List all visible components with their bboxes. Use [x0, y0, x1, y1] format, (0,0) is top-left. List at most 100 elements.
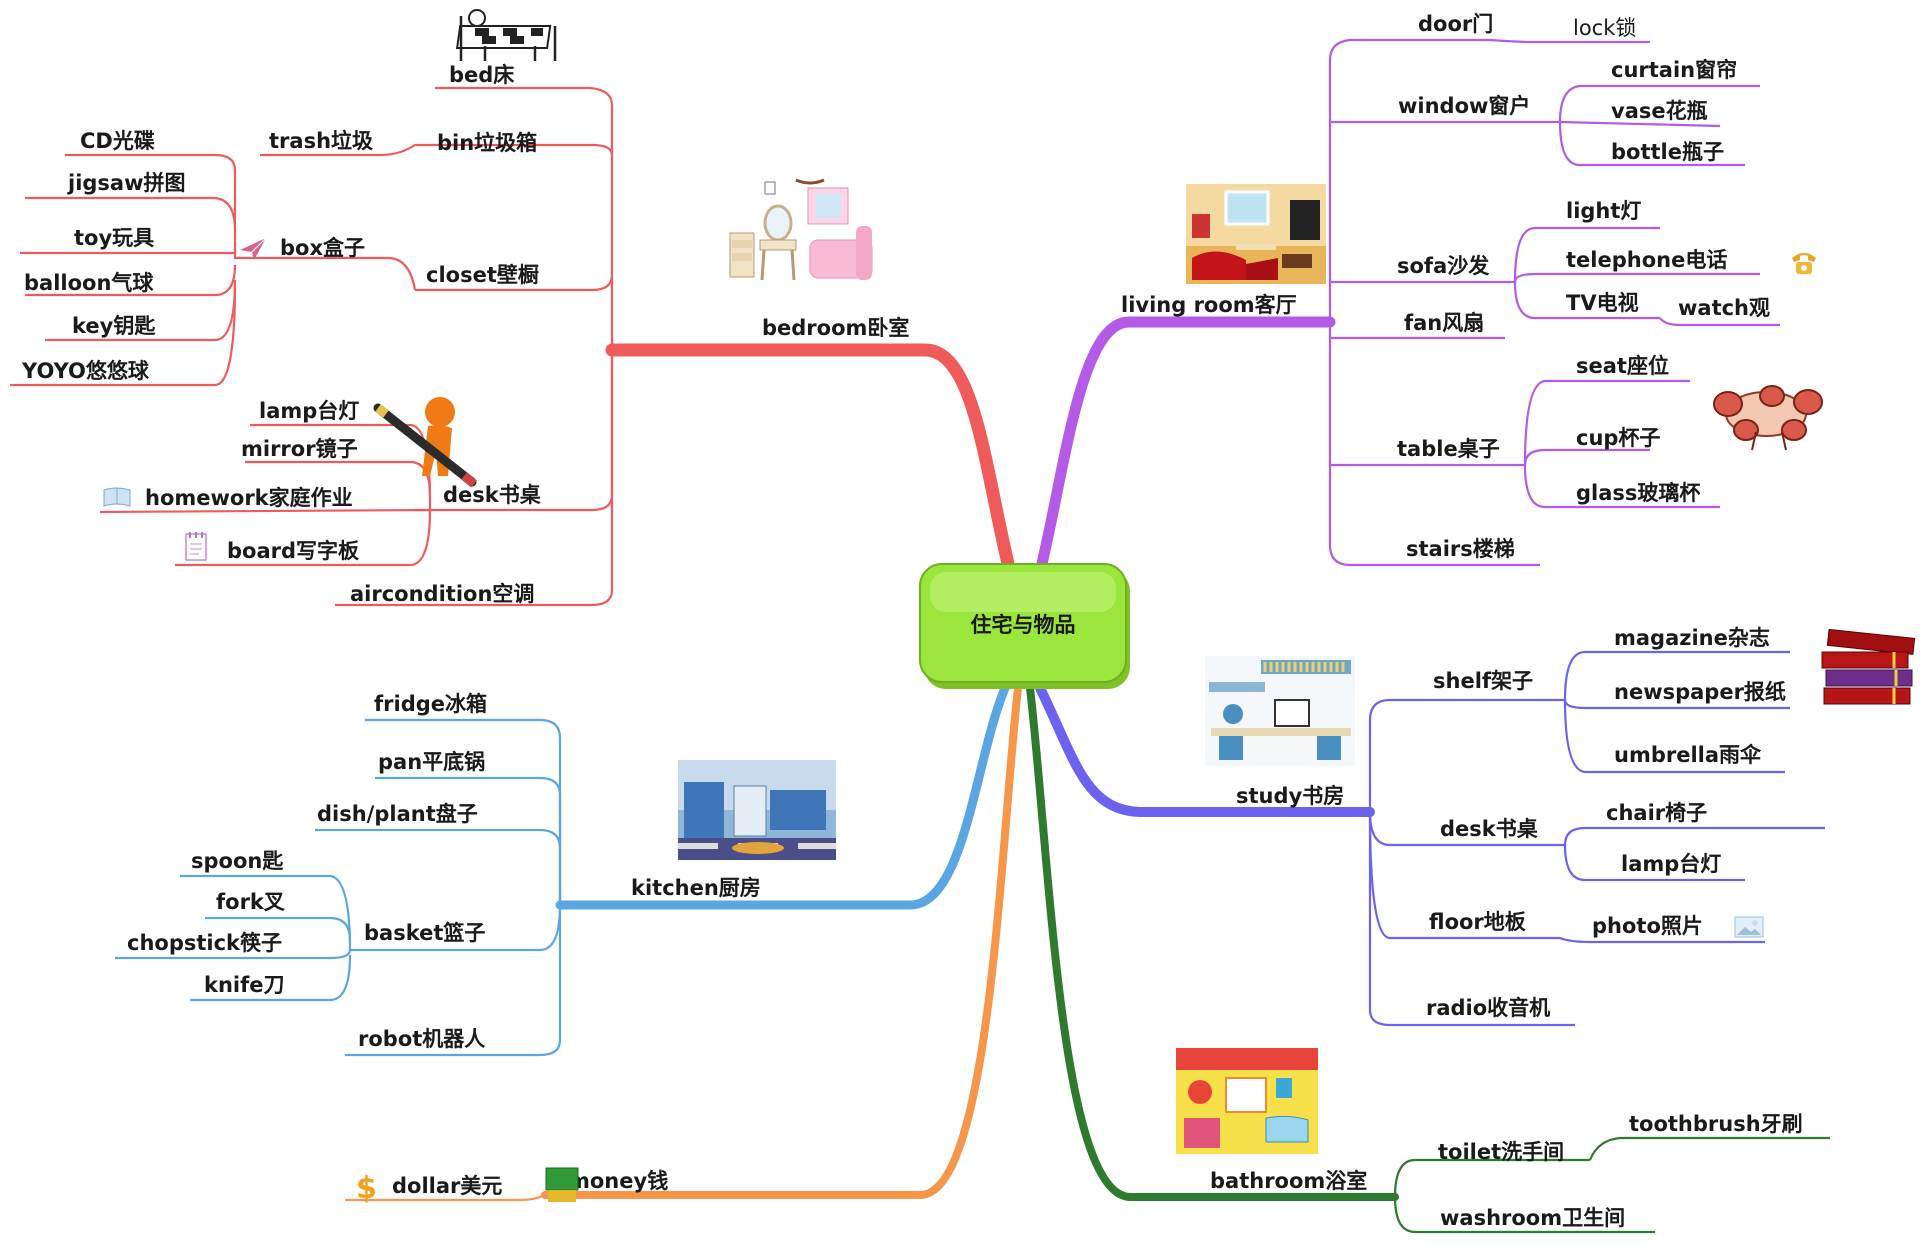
bedroom-labels: bedroom卧室 bed床 bin垃圾箱 trash垃圾 closet壁橱 b…	[21, 63, 909, 606]
node-tv[interactable]: TV电视	[1566, 291, 1639, 315]
node-window[interactable]: window窗户	[1398, 94, 1530, 118]
money-labels: money钱 dollar美元	[392, 1169, 668, 1198]
node-cup[interactable]: cup杯子	[1576, 426, 1660, 450]
node-key[interactable]: key钥匙	[72, 314, 156, 338]
paper-plane-icon	[240, 237, 267, 260]
node-homework[interactable]: homework家庭作业	[145, 486, 353, 510]
branch-line-living	[1034, 316, 1336, 578]
node-newspaper[interactable]: newspaper报纸	[1614, 680, 1786, 704]
branch-label-living[interactable]: living room客厅	[1121, 293, 1297, 317]
telephone-icon	[1792, 253, 1816, 274]
picture-icon	[1734, 916, 1764, 938]
branch-label-bathroom[interactable]: bathroom浴室	[1210, 1169, 1367, 1193]
node-toilet[interactable]: toilet洗手间	[1438, 1140, 1564, 1164]
branch-line-study	[1035, 683, 1375, 817]
kitchen-sublines	[115, 718, 562, 1057]
notepad-icon	[185, 532, 207, 561]
bed-clipart-icon	[455, 9, 557, 61]
node-mirror[interactable]: mirror镜子	[241, 437, 358, 461]
node-toothbrush[interactable]: toothbrush牙刷	[1629, 1112, 1803, 1136]
money-stack-icon	[545, 1167, 579, 1202]
node-floor[interactable]: floor地板	[1429, 910, 1527, 934]
node-closet[interactable]: closet壁橱	[426, 263, 539, 287]
node-fan[interactable]: fan风扇	[1404, 311, 1484, 335]
node-box[interactable]: box盒子	[280, 236, 365, 260]
study-sublines	[1368, 650, 1825, 1027]
node-basket[interactable]: basket篮子	[364, 921, 485, 945]
node-board[interactable]: board写字板	[227, 539, 360, 563]
node-toy[interactable]: toy玩具	[74, 226, 154, 250]
dollar-icon: $	[356, 1171, 377, 1206]
node-knife[interactable]: knife刀	[204, 973, 285, 997]
node-dish[interactable]: dish/plant盘子	[317, 802, 478, 826]
node-lamp-study[interactable]: lamp台灯	[1621, 852, 1721, 876]
book-icon	[103, 487, 131, 507]
branch-label-kitchen[interactable]: kitchen厨房	[631, 876, 761, 900]
node-glass[interactable]: glass玻璃杯	[1576, 481, 1700, 505]
bedroom-sublines	[10, 86, 614, 607]
crab-table-clipart-icon	[1713, 385, 1823, 451]
node-umbrella[interactable]: umbrella雨伞	[1614, 743, 1762, 767]
living-labels: living room客厅 door门 lock锁 window窗户 curta…	[1121, 12, 1770, 561]
node-spoon[interactable]: spoon匙	[191, 849, 284, 873]
node-fridge[interactable]: fridge冰箱	[374, 692, 487, 716]
node-radio[interactable]: radio收音机	[1426, 996, 1550, 1020]
bathroom-sublines	[1393, 1136, 1830, 1234]
node-balloon[interactable]: balloon气球	[24, 271, 154, 295]
kitchen-labels: kitchen厨房 fridge冰箱 pan平底锅 dish/plant盘子 b…	[127, 692, 761, 1051]
money-sublines	[345, 1194, 546, 1202]
node-jigsaw[interactable]: jigsaw拼图	[67, 171, 186, 195]
node-washroom[interactable]: washroom卫生间	[1440, 1206, 1625, 1230]
node-telephone[interactable]: telephone电话	[1566, 248, 1727, 272]
node-cd[interactable]: CD光碟	[80, 129, 155, 153]
branch-label-money[interactable]: money钱	[568, 1169, 668, 1193]
node-light[interactable]: light灯	[1566, 199, 1641, 223]
node-aircondition[interactable]: aircondition空调	[350, 582, 534, 606]
center-label: 住宅与物品	[971, 613, 1076, 637]
study-room-clipart-icon	[1205, 656, 1355, 766]
kitchen-clipart-icon	[678, 760, 836, 860]
node-door[interactable]: door门	[1418, 12, 1493, 36]
node-photo[interactable]: photo照片	[1592, 914, 1703, 938]
bedroom-furniture-clipart-icon	[729, 178, 873, 281]
node-dollar[interactable]: dollar美元	[392, 1174, 502, 1198]
branch-label-study[interactable]: study书房	[1236, 784, 1344, 808]
branch-label-bedroom[interactable]: bedroom卧室	[762, 316, 909, 340]
branch-line-bathroom	[1026, 684, 1399, 1201]
books-stack-icon	[1821, 628, 1916, 705]
living-sublines	[1328, 38, 1780, 567]
node-watch[interactable]: watch观	[1678, 296, 1770, 320]
node-stairs[interactable]: stairs楼梯	[1406, 537, 1515, 561]
node-robot[interactable]: robot机器人	[358, 1027, 485, 1051]
node-fork[interactable]: fork叉	[216, 890, 286, 914]
bathroom-clipart-icon	[1176, 1048, 1318, 1154]
study-labels: study书房 shelf架子 magazine杂志 newspaper报纸 u…	[1236, 626, 1786, 1020]
node-chair[interactable]: chair椅子	[1606, 801, 1707, 825]
node-chopstick[interactable]: chopstick筷子	[127, 931, 282, 955]
node-trash[interactable]: trash垃圾	[269, 129, 374, 153]
node-bin[interactable]: bin垃圾箱	[437, 131, 537, 155]
main-branches	[541, 316, 1399, 1201]
node-sofa[interactable]: sofa沙发	[1397, 254, 1490, 278]
node-pan[interactable]: pan平底锅	[378, 750, 485, 774]
node-vase[interactable]: vase花瓶	[1611, 99, 1708, 123]
node-lock[interactable]: lock锁	[1573, 16, 1636, 40]
node-curtain[interactable]: curtain窗帘	[1611, 58, 1737, 82]
node-bottle[interactable]: bottle瓶子	[1611, 140, 1724, 164]
node-magazine[interactable]: magazine杂志	[1614, 626, 1770, 650]
node-bed[interactable]: bed床	[449, 63, 514, 87]
node-desk-study[interactable]: desk书桌	[1440, 817, 1539, 841]
node-seat[interactable]: seat座位	[1576, 354, 1669, 378]
node-desk-bedroom[interactable]: desk书桌	[443, 483, 542, 507]
center-node[interactable]: 住宅与物品	[919, 563, 1130, 689]
bathroom-labels: bathroom浴室 toilet洗手间 toothbrush牙刷 washro…	[1210, 1112, 1803, 1230]
branch-line-kitchen	[555, 683, 1010, 910]
branch-line-money	[541, 684, 1022, 1199]
node-lamp-bedroom[interactable]: lamp台灯	[259, 399, 359, 423]
node-shelf[interactable]: shelf架子	[1433, 669, 1533, 693]
living-room-clipart-icon	[1186, 184, 1326, 284]
node-table[interactable]: table桌子	[1397, 437, 1500, 461]
node-yoyo[interactable]: YOYO悠悠球	[21, 359, 150, 383]
